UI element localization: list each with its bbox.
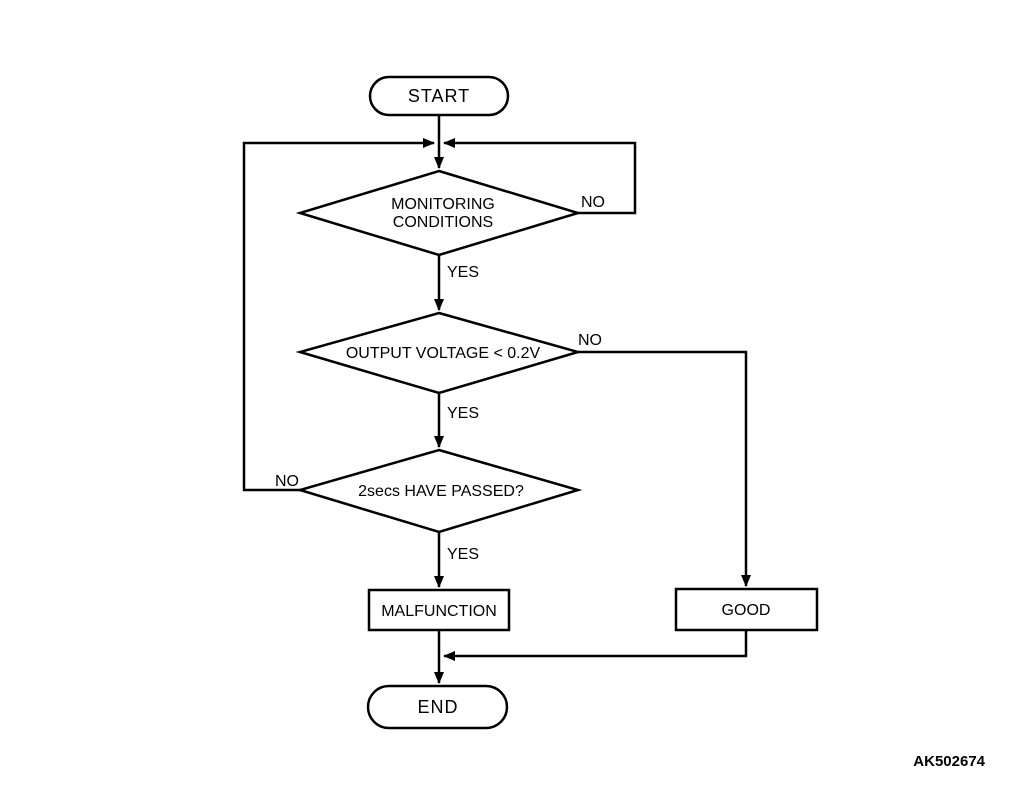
output-voltage-decision: OUTPUT VOLTAGE < 0.2V	[295, 311, 583, 395]
start-node-shape	[368, 75, 510, 117]
edge-two-secs-no-loop	[242, 138, 435, 492]
monitoring-no-label: NO	[581, 194, 605, 211]
edge-output-voltage-no-to-good	[578, 350, 751, 587]
start-node-label: START	[408, 86, 470, 106]
figure-code: AK502674	[913, 753, 985, 770]
output-voltage-label: OUTPUT VOLTAGE < 0.2V	[346, 345, 541, 362]
monitoring-conditions-label-line1: MONITORING	[391, 196, 495, 213]
monitoring-yes-label: YES	[447, 264, 479, 281]
monitoring-conditions-decision: MONITORING CONDITIONS	[295, 169, 583, 257]
two-secs-label: 2secs HAVE PASSED?	[358, 483, 524, 500]
start-node: START	[368, 75, 510, 117]
malfunction-node: MALFUNCTION	[367, 588, 511, 632]
end-node-shape	[366, 684, 509, 730]
two-secs-no-label: NO	[275, 473, 299, 490]
good-node-label: GOOD	[722, 602, 771, 619]
output-voltage-shape	[295, 311, 583, 395]
end-node-label: END	[417, 697, 458, 717]
two-secs-yes-label: YES	[447, 546, 479, 563]
output-voltage-yes-label: YES	[447, 405, 479, 422]
two-secs-decision: 2secs HAVE PASSED?	[295, 448, 583, 534]
monitoring-conditions-shape	[295, 169, 583, 257]
good-node: GOOD	[674, 587, 819, 632]
end-node: END	[366, 684, 509, 730]
two-secs-shape	[295, 448, 583, 534]
monitoring-conditions-label-line2: CONDITIONS	[393, 214, 493, 231]
output-voltage-no-label: NO	[578, 332, 602, 349]
edge-monitoring-no-loop	[443, 138, 637, 215]
malfunction-node-label: MALFUNCTION	[381, 603, 497, 620]
malfunction-node-shape	[367, 588, 511, 632]
good-node-shape	[674, 587, 819, 632]
edge-good-to-merge	[443, 630, 748, 661]
